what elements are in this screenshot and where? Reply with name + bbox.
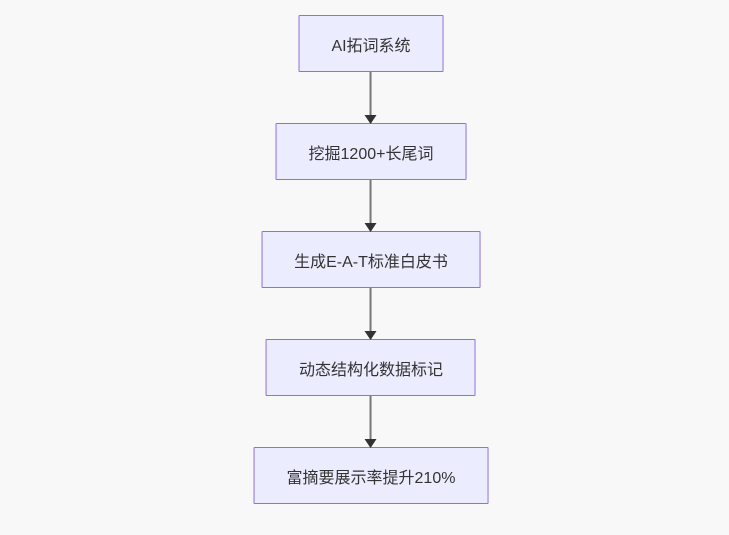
flow-node-label: AI拓词系统 xyxy=(331,37,411,55)
flow-node-label: 挖掘1200+长尾词 xyxy=(308,145,434,163)
flowchart-column: AI拓词系统 挖掘1200+长尾词 生成E-A-T标准白皮书 动态结构化数据标记… xyxy=(253,15,489,504)
arrow-down-icon xyxy=(365,115,377,124)
flow-edge-1 xyxy=(365,72,377,124)
flow-edge-4 xyxy=(365,396,377,448)
flow-node-ai-keyword-system: AI拓词系统 xyxy=(298,15,444,72)
flow-node-eat-whitepaper: 生成E-A-T标准白皮书 xyxy=(261,231,481,288)
flow-edge-3 xyxy=(365,288,377,340)
flow-node-label: 生成E-A-T标准白皮书 xyxy=(294,253,448,271)
flow-node-longtail-mining: 挖掘1200+长尾词 xyxy=(275,123,467,180)
flow-edge-2 xyxy=(365,180,377,232)
arrow-down-icon xyxy=(365,439,377,448)
arrow-down-icon xyxy=(365,331,377,340)
flow-node-label: 富摘要展示率提升210% xyxy=(286,469,456,487)
arrow-down-icon xyxy=(365,223,377,232)
flow-node-rich-snippet-result: 富摘要展示率提升210% xyxy=(253,447,489,504)
flow-node-label: 动态结构化数据标记 xyxy=(298,361,443,379)
flow-node-structured-data-markup: 动态结构化数据标记 xyxy=(265,339,476,396)
